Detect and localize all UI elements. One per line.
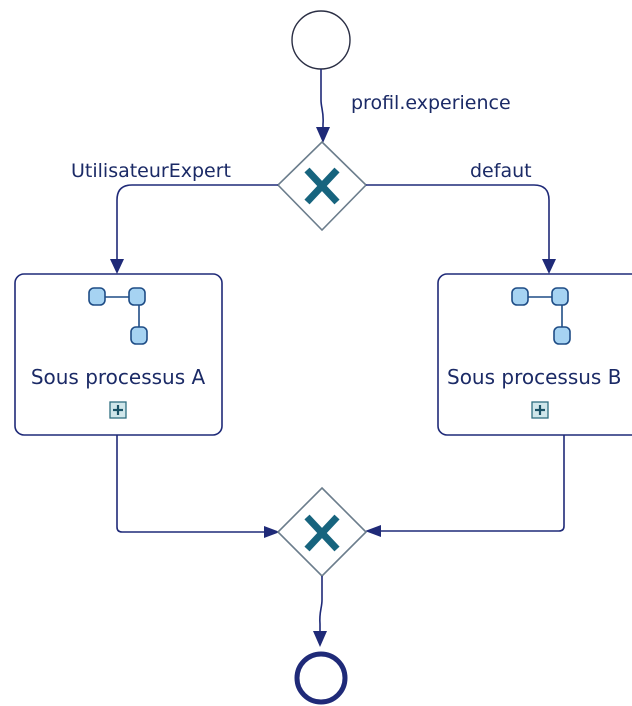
subprocess-hierarchy-icon: [511, 287, 571, 345]
flow-split-to-subprocess-b[interactable]: [366, 184, 556, 274]
expand-plus-icon[interactable]: [109, 401, 127, 419]
flow-split-to-subprocess-a[interactable]: [110, 184, 278, 274]
start-event[interactable]: [291, 10, 351, 70]
flow-start-to-split[interactable]: [316, 69, 330, 143]
condition-label: profil.experience: [351, 92, 511, 114]
flow-merge-to-end[interactable]: [313, 576, 327, 647]
subprocess-hierarchy-icon: [88, 287, 148, 345]
end-event[interactable]: [294, 651, 348, 705]
exclusive-gateway-x-icon: [304, 514, 340, 552]
subprocess-b-label: Sous processus B: [447, 365, 621, 389]
expand-plus-icon[interactable]: [531, 401, 549, 419]
branch-label-defaut: defaut: [470, 160, 532, 182]
subprocess-a-label: Sous processus A: [31, 365, 206, 389]
split-gateway[interactable]: [276, 140, 368, 232]
flow-subprocess-b-to-merge[interactable]: [365, 435, 565, 537]
subprocess-b[interactable]: Sous processus B: [437, 273, 632, 436]
branch-label-utilisateur-expert: UtilisateurExpert: [71, 160, 231, 182]
flow-subprocess-a-to-merge[interactable]: [116, 435, 280, 538]
merge-gateway[interactable]: [276, 486, 368, 578]
exclusive-gateway-x-icon: [304, 167, 340, 205]
subprocess-a[interactable]: Sous processus A: [14, 273, 223, 436]
